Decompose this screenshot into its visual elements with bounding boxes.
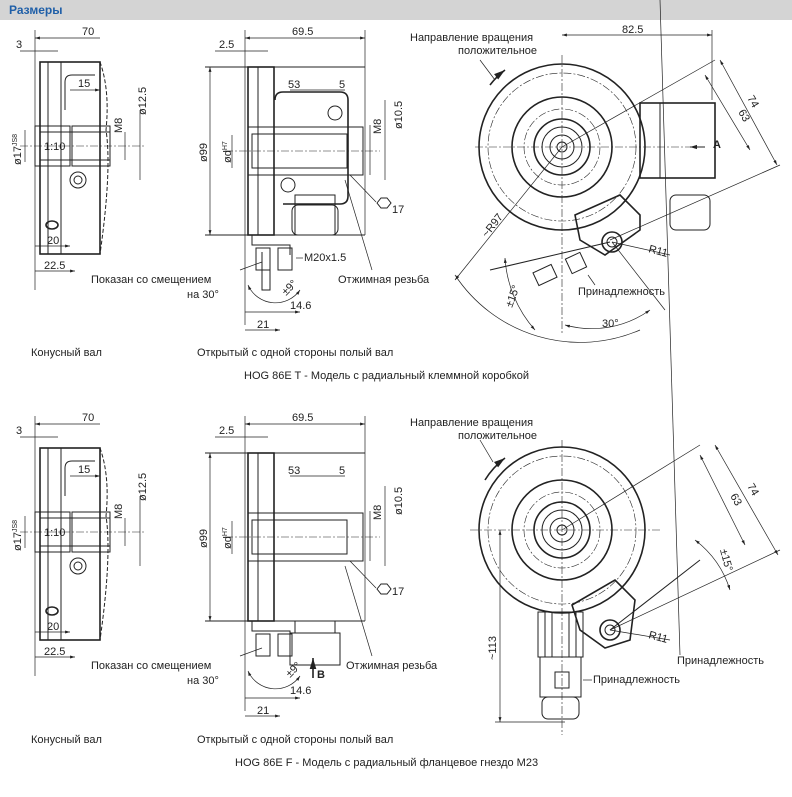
dim-74: 74 bbox=[744, 94, 761, 111]
caption-hollow-shaft-1: Открытый с одной стороны полый вал bbox=[197, 347, 394, 359]
label-offset-2: на 30° bbox=[187, 289, 219, 301]
dim-angle-30: 30° bbox=[602, 318, 619, 330]
dim-20: 20 bbox=[47, 621, 59, 633]
dim-14-6: 14.6 bbox=[290, 685, 311, 697]
front-view-2 bbox=[470, 0, 781, 735]
caption-hollow-shaft-2: Открытый с одной стороны полый вал bbox=[197, 734, 394, 746]
cone-shaft-view-1 bbox=[20, 30, 145, 290]
dim-2-5: 2.5 bbox=[219, 425, 234, 437]
section-title: Размеры bbox=[9, 3, 63, 17]
dim-15: 15 bbox=[78, 78, 90, 90]
label-accessory: Принадлежность bbox=[578, 286, 665, 298]
model-caption-1: HOG 86E T - Модель с радиальный клеммной… bbox=[244, 370, 529, 382]
dim-bore-d: ødH7 bbox=[222, 141, 234, 163]
dim-taper: 1:10 bbox=[44, 527, 65, 539]
dim-angle-15: ±15° bbox=[504, 284, 523, 309]
dim-3: 3 bbox=[16, 425, 22, 437]
label-rotation-2: положительное bbox=[458, 430, 537, 442]
label-offset-1: Показан со смещением bbox=[91, 660, 211, 672]
front-view-1 bbox=[454, 30, 781, 343]
dim-3: 3 bbox=[16, 39, 22, 51]
dim-dia-10-5: ø10.5 bbox=[393, 487, 405, 515]
label-accessory: Принадлежность bbox=[677, 655, 764, 667]
label-pushoff-thread: Отжимная резьба bbox=[346, 660, 438, 672]
dim-63: 63 bbox=[727, 492, 744, 509]
dim-dia-12-5: ø12.5 bbox=[137, 473, 149, 501]
dim-2-5: 2.5 bbox=[219, 39, 234, 51]
dim-r97: ~R97 bbox=[480, 211, 506, 239]
label-offset-1: Показан со смещением bbox=[91, 274, 211, 286]
dim-53: 53 bbox=[288, 465, 300, 477]
dim-m8: M8 bbox=[372, 119, 384, 134]
dim-53: 53 bbox=[288, 79, 300, 91]
dim-dia-12-5: ø12.5 bbox=[137, 87, 149, 115]
dim-hex-17: 17 bbox=[392, 204, 404, 216]
dim-5: 5 bbox=[339, 79, 345, 91]
dim-dia-99: ø99 bbox=[198, 143, 210, 162]
caption-cone-shaft-1: Конусный вал bbox=[31, 347, 102, 359]
label-pushoff-thread: Отжимная резьба bbox=[338, 274, 430, 286]
dim-angle-9: ±9° bbox=[284, 660, 304, 680]
dim-63: 63 bbox=[735, 108, 752, 125]
model-caption-2: HOG 86E F - Модель с радиальный фланцево… bbox=[235, 757, 539, 769]
dim-74: 74 bbox=[744, 482, 761, 499]
view-label-a: A bbox=[713, 139, 721, 151]
dim-r11: R11 bbox=[647, 629, 669, 646]
dim-70: 70 bbox=[82, 26, 94, 38]
dim-22-5: 22.5 bbox=[44, 260, 65, 272]
view-label-b: B bbox=[317, 669, 325, 681]
dim-bore: ø17JS8 bbox=[12, 134, 24, 165]
section-header: Размеры bbox=[0, 0, 792, 20]
dim-15: 15 bbox=[78, 464, 90, 476]
dim-5: 5 bbox=[339, 465, 345, 477]
dim-angle-9: ±9° bbox=[280, 278, 300, 298]
dim-r11: R11 bbox=[647, 243, 669, 260]
dim-angle-15: ±15° bbox=[717, 548, 734, 573]
label-offset-2: на 30° bbox=[187, 675, 219, 687]
dim-113: ~113 bbox=[487, 636, 499, 660]
label-rotation-2: положительное bbox=[458, 45, 537, 57]
dim-14-6: 14.6 bbox=[290, 300, 311, 312]
dim-69-5: 69.5 bbox=[292, 26, 313, 38]
dim-21: 21 bbox=[257, 319, 269, 331]
cone-shaft-view-2 bbox=[20, 416, 145, 676]
dim-20: 20 bbox=[47, 235, 59, 247]
dim-m8: M8 bbox=[113, 504, 125, 519]
dim-69-5: 69.5 bbox=[292, 412, 313, 424]
dim-bore: ø17JS8 bbox=[12, 520, 24, 551]
dim-taper: 1:10 bbox=[44, 141, 65, 153]
dim-dia-99: ø99 bbox=[198, 529, 210, 548]
dim-hex-17: 17 bbox=[392, 586, 404, 598]
dim-dia-10-5: ø10.5 bbox=[393, 101, 405, 129]
dim-m8: M8 bbox=[113, 118, 125, 133]
dim-bore-d: ødH7 bbox=[222, 527, 234, 549]
label-rotation-1: Направление вращения bbox=[410, 32, 533, 44]
hollow-shaft-view-2 bbox=[205, 416, 392, 718]
hollow-shaft-view-1 bbox=[205, 30, 392, 332]
dim-gland: M20x1.5 bbox=[304, 252, 346, 264]
label-accessory-2: Принадлежность bbox=[593, 674, 680, 686]
caption-cone-shaft-2: Конусный вал bbox=[31, 734, 102, 746]
dim-21: 21 bbox=[257, 705, 269, 717]
label-rotation-1: Направление вращения bbox=[410, 417, 533, 429]
dim-22-5: 22.5 bbox=[44, 646, 65, 658]
dim-70: 70 bbox=[82, 412, 94, 424]
dim-m8: M8 bbox=[372, 505, 384, 520]
dim-82-5: 82.5 bbox=[622, 24, 643, 36]
